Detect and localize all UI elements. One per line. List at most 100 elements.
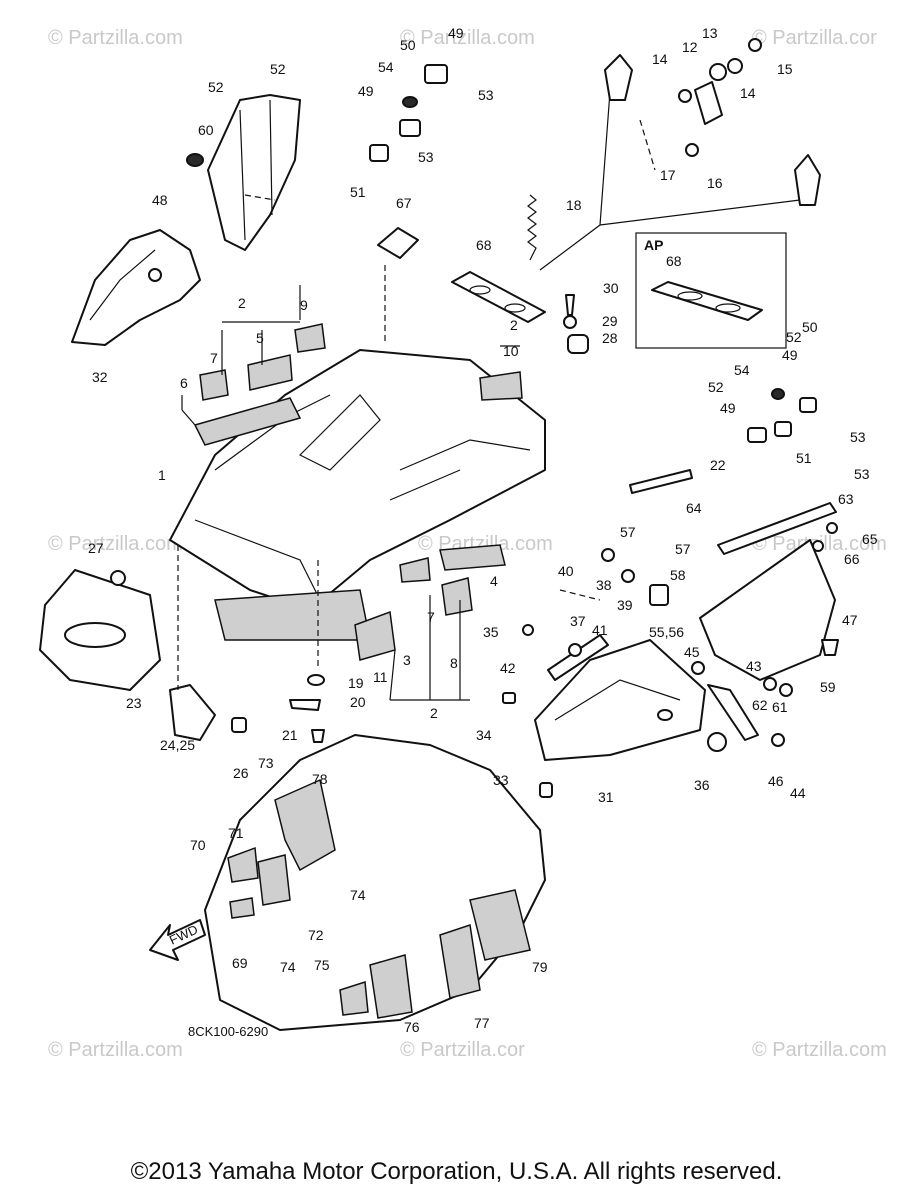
callout-number: 19 (348, 675, 364, 691)
callout-number: 30 (603, 280, 619, 296)
callout-number: 53 (850, 429, 866, 445)
callout-number: 26 (233, 765, 249, 781)
callout-number: 48 (152, 192, 168, 208)
callout-number: 1 (158, 467, 166, 483)
part-clip (369, 144, 389, 162)
callout-number: 13 (702, 25, 718, 41)
part-nut (763, 677, 777, 691)
callout-number: 64 (686, 500, 702, 516)
callout-number: 50 (400, 37, 416, 53)
callout-number: 49 (782, 347, 798, 363)
callout-number: 66 (844, 551, 860, 567)
part-damper (567, 334, 589, 354)
part-opening (64, 622, 126, 648)
part-sponge (247, 354, 293, 391)
callout-number: 12 (682, 39, 698, 55)
part-side-cover (71, 229, 201, 346)
part-bolt (568, 643, 582, 657)
callout-number: 62 (752, 697, 768, 713)
callout-number: 52 (270, 61, 286, 77)
diagram-code: 8CK100-6290 (188, 1024, 268, 1039)
callout-number: 2 (430, 705, 438, 721)
callout-number: 57 (675, 541, 691, 557)
callout-number: 68 (666, 253, 682, 269)
part-sponge (479, 371, 523, 401)
detail-line (504, 303, 526, 313)
part-bracket-small (169, 684, 216, 741)
part-strip (629, 469, 693, 494)
callout-number: 50 (802, 319, 818, 335)
watermark: © Partzilla.com (752, 1039, 887, 1061)
callout-number: 46 (768, 773, 784, 789)
callout-number: 49 (720, 400, 736, 416)
part-spring (527, 194, 537, 261)
callout-number: 14 (740, 85, 756, 101)
part-sponge (441, 577, 473, 616)
callout-number: 43 (746, 658, 762, 674)
callout-number: 57 (620, 524, 636, 540)
part-strip (717, 502, 837, 555)
part-sponge (227, 846, 259, 883)
part-clip (774, 421, 792, 437)
detail-line (389, 439, 531, 501)
callout-number: 53 (478, 87, 494, 103)
part-sponge (369, 954, 413, 1019)
part-sponge (257, 854, 291, 906)
callout-number: 7 (427, 609, 435, 625)
callout-number: 29 (602, 313, 618, 329)
callout-number: 76 (404, 1019, 420, 1035)
forward-arrow: FWD (149, 919, 206, 961)
guide-line (177, 119, 656, 690)
part-clip (424, 64, 448, 84)
part-damper (707, 732, 727, 752)
callout-number: 21 (282, 727, 298, 743)
callout-number: 49 (448, 25, 464, 41)
part-bolt (110, 570, 126, 586)
part-sponge (274, 778, 336, 872)
callout-number: 52 (708, 379, 724, 395)
callout-number: 52 (208, 79, 224, 95)
part-gasket-alt (651, 281, 763, 321)
callout-number: 4 (490, 573, 498, 589)
callout-layer: 5252604832504954495153536768181713121414… (88, 25, 878, 1035)
part-bolt (601, 548, 615, 562)
part-nut (691, 661, 705, 675)
part-clip (399, 119, 421, 137)
part-bracket (207, 94, 301, 251)
callout-number: 8 (450, 655, 458, 671)
callout-number: 7 (210, 350, 218, 366)
callout-number: 37 (570, 613, 586, 629)
part-sponge (439, 924, 481, 999)
callout-number: 20 (350, 694, 366, 710)
part-collar (727, 58, 743, 74)
part-lever (794, 154, 821, 206)
callout-number: 54 (734, 362, 750, 378)
callout-number: 70 (190, 837, 206, 853)
part-bolt (685, 143, 699, 157)
detail-line (715, 303, 741, 313)
callout-number: 58 (670, 567, 686, 583)
callout-number: 5 (256, 330, 264, 346)
callout-number: 32 (92, 369, 108, 385)
callout-number: 67 (396, 195, 412, 211)
part-sponge (229, 897, 255, 919)
detail-line (194, 519, 321, 601)
callout-number: 63 (838, 491, 854, 507)
part-pin (565, 294, 575, 316)
watermark: © Partzilla.com (48, 1039, 183, 1061)
part-bracket-small (649, 584, 669, 606)
callout-number: 47 (842, 612, 858, 628)
watermark: © Partzilla.com (400, 27, 535, 49)
callout-number: 2 (510, 317, 518, 333)
watermark: © Partzilla.cor (752, 27, 877, 49)
part-sponge (439, 544, 506, 571)
callout-number: 10 (503, 343, 519, 359)
watermark: © Partzilla.com (48, 533, 183, 555)
callout-number: 38 (596, 577, 612, 593)
callout-number: 69 (232, 955, 248, 971)
callout-number: 16 (707, 175, 723, 191)
part-hole (148, 268, 162, 282)
part-washer (812, 540, 824, 552)
callout-number: 22 (710, 457, 726, 473)
